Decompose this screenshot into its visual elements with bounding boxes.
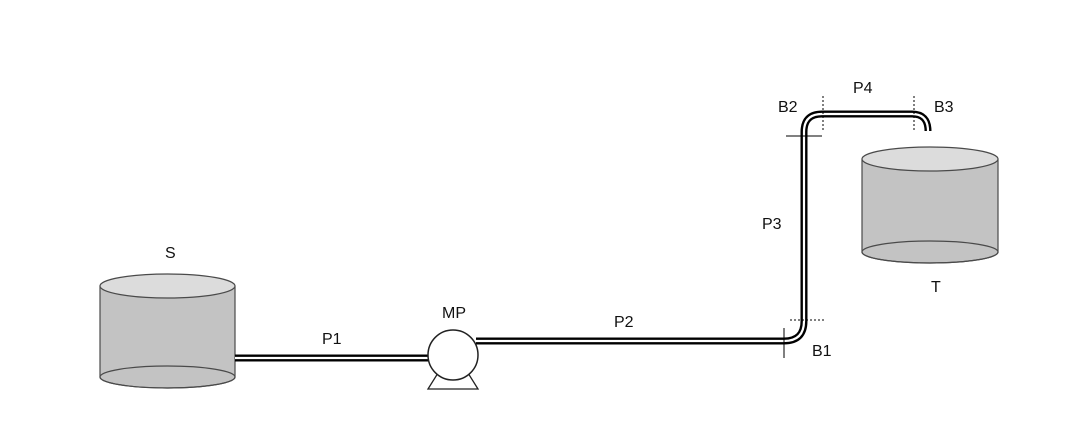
label-pump: MP bbox=[442, 305, 466, 322]
label-pipe-p2: P2 bbox=[614, 314, 634, 331]
label-pipe-p3: P3 bbox=[762, 216, 782, 233]
bend-b2-markers bbox=[786, 96, 824, 137]
label-target-tank: T bbox=[931, 279, 941, 296]
label-pipe-p1: P1 bbox=[322, 331, 342, 348]
label-bend-b2: B2 bbox=[778, 99, 798, 116]
label-source-tank: S bbox=[165, 245, 176, 262]
label-bend-b3: B3 bbox=[934, 99, 954, 116]
label-pipe-p4: P4 bbox=[853, 80, 873, 97]
bend-b1-markers bbox=[783, 319, 826, 358]
label-bend-b1: B1 bbox=[812, 343, 832, 360]
target-tank bbox=[861, 146, 999, 264]
source-tank bbox=[99, 273, 236, 389]
pipe-run-p2-p3-p4 bbox=[476, 110, 932, 345]
pump bbox=[426, 329, 480, 390]
